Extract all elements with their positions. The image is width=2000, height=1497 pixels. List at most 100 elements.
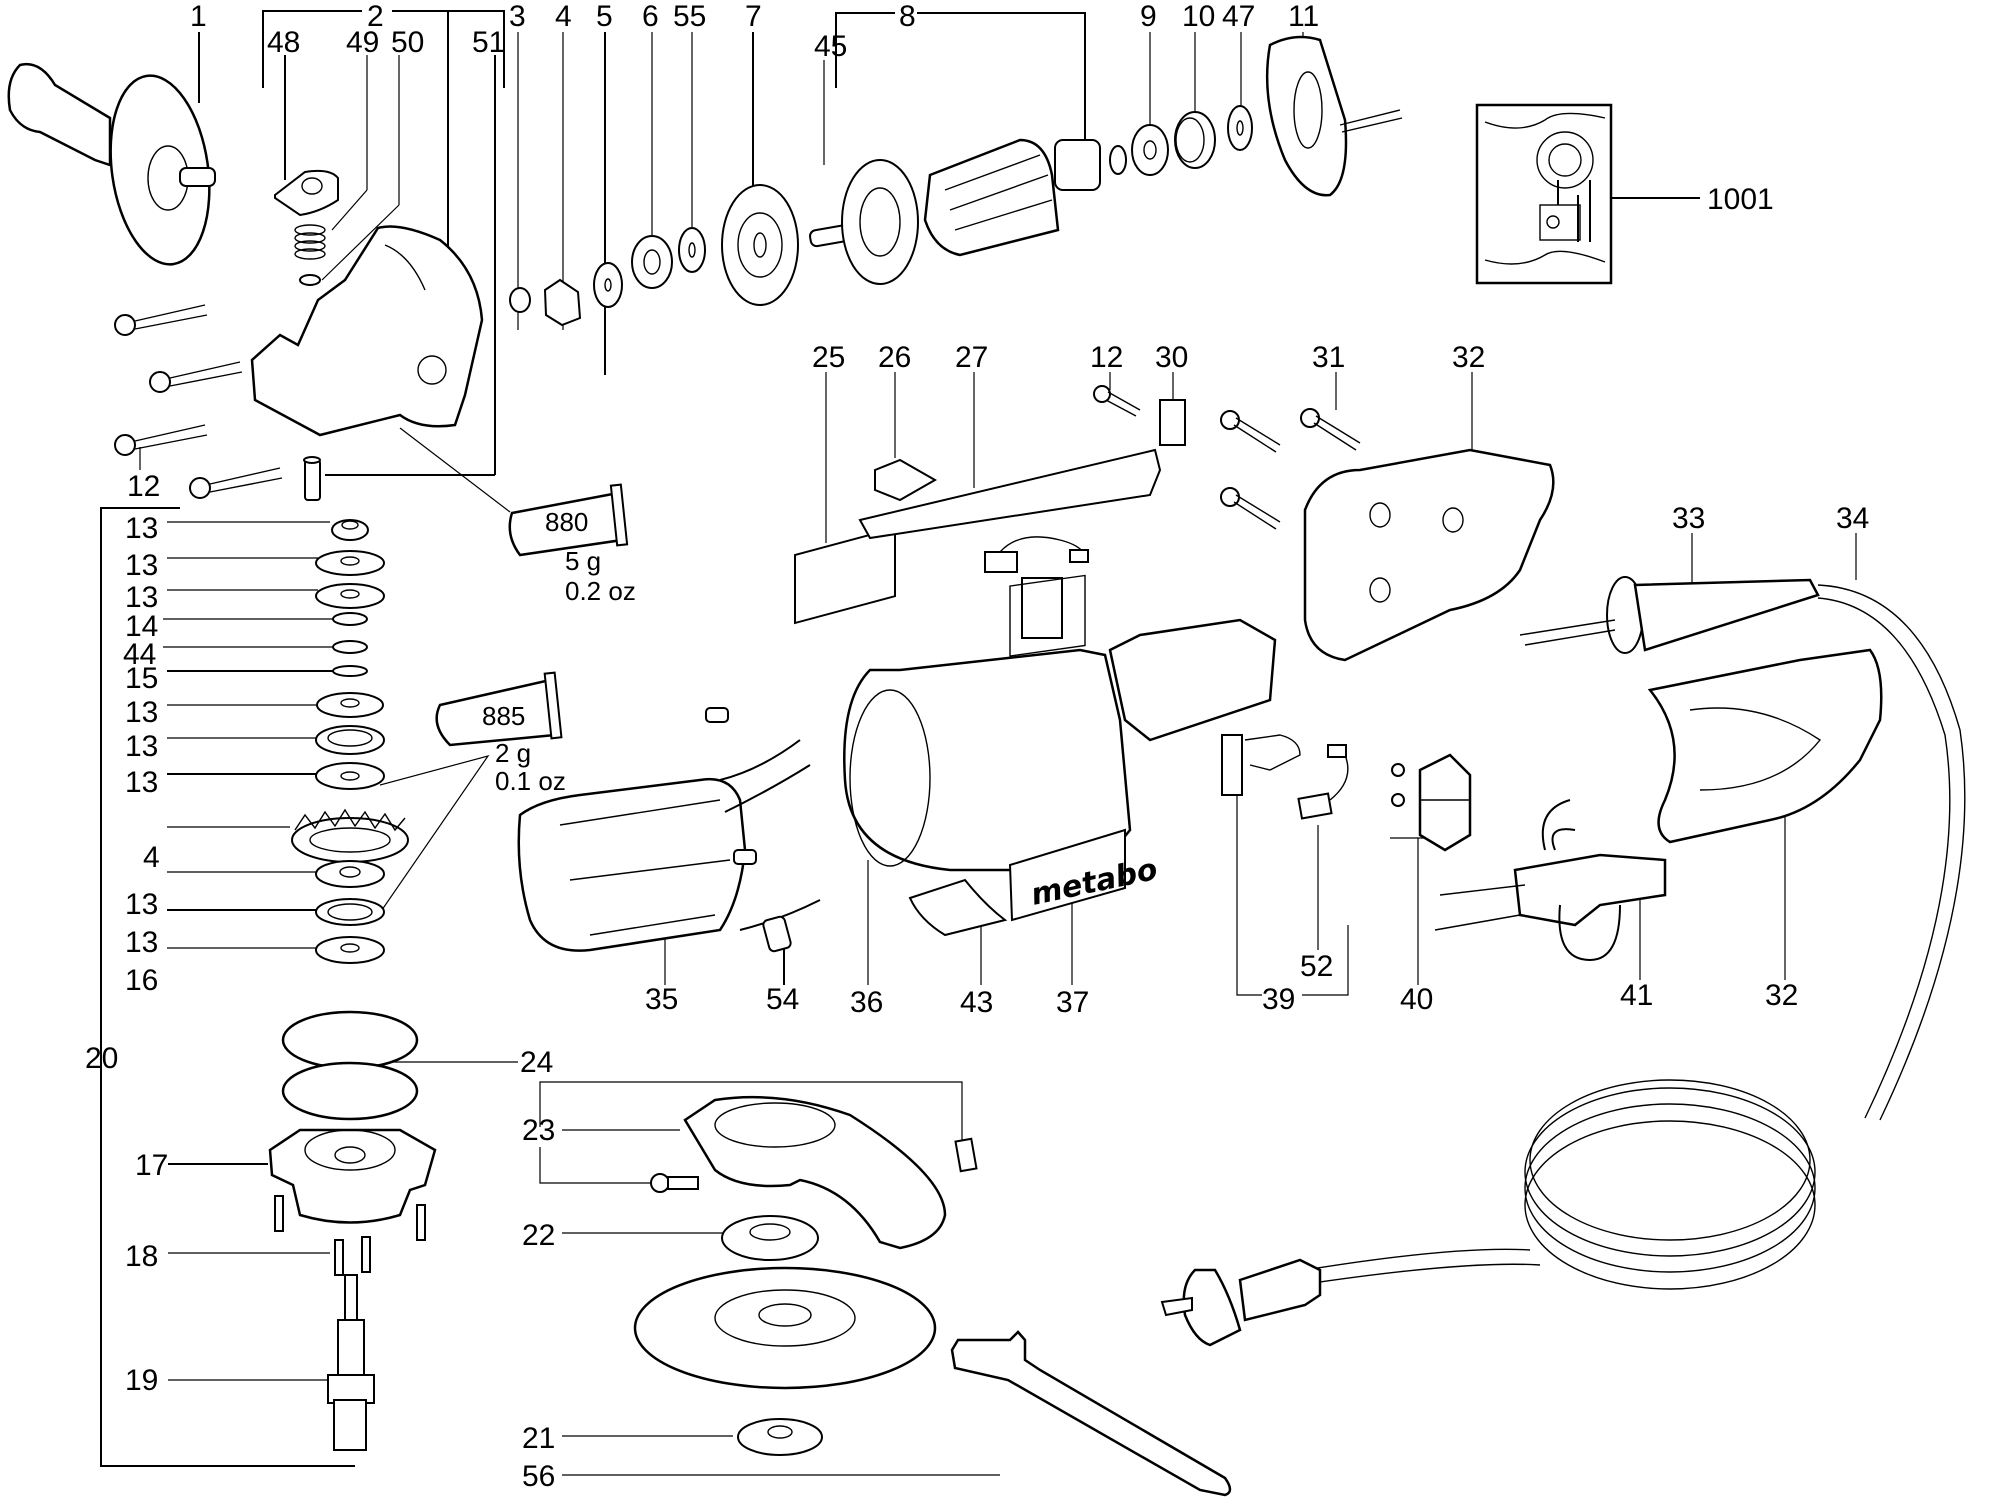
bracket-part-39 xyxy=(1236,795,1349,996)
label-part-26: 26 xyxy=(878,341,911,374)
part-25-label-plate xyxy=(794,526,896,625)
part-3-nut xyxy=(509,287,531,313)
label-part-9: 9 xyxy=(1140,0,1157,33)
part-55-washer xyxy=(678,227,706,273)
inset-detail-1001: 1001 xyxy=(1475,103,1774,285)
grease-tube-880: 880 5 g 0.2 oz xyxy=(508,483,636,606)
part-12-screw-mid xyxy=(1093,385,1141,417)
part-2-gear-housing xyxy=(250,225,484,437)
label-part-27: 27 xyxy=(955,341,988,374)
label-part-34: 34 xyxy=(1836,502,1869,535)
part-4-bevel-gear xyxy=(291,808,409,863)
label-part-15: 15 xyxy=(125,662,158,695)
label-part-43: 43 xyxy=(960,986,993,1019)
label-inset-1001: 1001 xyxy=(1707,183,1774,216)
label-part-12-left: 12 xyxy=(127,470,160,503)
label-part-30: 30 xyxy=(1155,341,1188,374)
grinding-wheel xyxy=(633,1266,937,1390)
label-part-13-c: 13 xyxy=(125,581,158,614)
label-part-13-b: 13 xyxy=(125,549,158,582)
bracket-part-8 xyxy=(835,12,1086,155)
label-part-17: 17 xyxy=(135,1149,168,1182)
part-16-flange xyxy=(315,936,385,964)
part-21-clamping-nut xyxy=(737,1418,823,1456)
label-part-24: 24 xyxy=(520,1046,553,1079)
label-part-39: 39 xyxy=(1262,983,1295,1016)
label-part-11: 11 xyxy=(1288,0,1319,33)
part-41-switch xyxy=(1434,799,1667,962)
label-part-49: 49 xyxy=(346,26,379,59)
part-15-ring xyxy=(332,665,368,677)
label-part-50: 50 xyxy=(391,26,424,59)
part-49-spring xyxy=(294,224,326,260)
part-9-bearing xyxy=(1131,124,1169,176)
part-51-pin xyxy=(303,456,321,501)
part-56-spanner xyxy=(950,1330,1232,1497)
grease-885-amount-g: 2 g xyxy=(495,738,531,768)
label-part-22: 22 xyxy=(522,1219,555,1252)
part-7-bearing-plate xyxy=(721,184,799,306)
part-18-screws xyxy=(274,1195,426,1276)
part-54-sleeve xyxy=(762,915,792,953)
label-part-14: 14 xyxy=(125,610,158,643)
label-part-4-left: 4 xyxy=(143,841,160,874)
bracket-part-23 xyxy=(539,1081,963,1145)
grease-885-code: 885 xyxy=(482,701,525,731)
label-part-13-h: 13 xyxy=(125,926,158,959)
callouts-left-column: 20 13 13 13 14 44 15 13 13 13 4 13 13 16 xyxy=(85,507,355,1467)
mains-plug xyxy=(1160,1258,1322,1347)
part-30-clamp xyxy=(1159,399,1186,446)
label-part-23: 23 xyxy=(522,1114,555,1147)
label-part-10: 10 xyxy=(1182,0,1215,33)
part-26-slide-button xyxy=(874,458,938,502)
label-part-25: 25 xyxy=(812,341,845,374)
part-27-switch-rod xyxy=(858,448,1162,540)
part-48-lock-button xyxy=(274,169,339,217)
label-part-21: 21 xyxy=(522,1422,555,1455)
label-part-33: 33 xyxy=(1672,502,1705,535)
label-part-16: 16 xyxy=(125,964,158,997)
part-13-nut xyxy=(331,519,369,541)
lower-left-parts xyxy=(268,1010,437,1451)
label-part-37: 37 xyxy=(1056,986,1089,1019)
part-6-bearing xyxy=(631,235,673,289)
part-5-washer xyxy=(593,262,623,308)
part-13-disc-5 xyxy=(315,898,385,926)
part-43-label xyxy=(908,878,1008,937)
label-part-13-f: 13 xyxy=(125,766,158,799)
label-part-19: 19 xyxy=(125,1364,158,1397)
part-13-disc-2 xyxy=(315,725,385,755)
part-39-brush-holder xyxy=(1221,734,1301,796)
label-part-32-bottom: 32 xyxy=(1765,979,1798,1012)
callouts-lower-middle: 23 22 21 56 xyxy=(522,1081,1000,1493)
label-part-2: 2 xyxy=(367,0,384,33)
part-32-handle-half-top xyxy=(1303,448,1555,662)
label-part-20: 20 xyxy=(85,1042,118,1075)
label-part-55: 55 xyxy=(673,0,706,33)
callouts-lower-left: 24 17 18 19 xyxy=(125,1046,553,1397)
label-part-56: 56 xyxy=(522,1460,555,1493)
part-10-ring xyxy=(1174,111,1216,169)
part-31-screws xyxy=(1220,408,1361,530)
part-36-motor-housing xyxy=(843,574,1277,872)
part-32-handle-half-bottom xyxy=(1647,648,1883,844)
label-part-47: 47 xyxy=(1222,0,1255,33)
part-35-stator xyxy=(517,707,821,952)
label-part-13-e: 13 xyxy=(125,730,158,763)
part-40-suppressor-block xyxy=(1391,753,1472,852)
label-part-52: 52 xyxy=(1300,950,1333,983)
part-13-star-washer-1 xyxy=(315,550,385,576)
label-part-13-a: 13 xyxy=(125,512,158,545)
part-23-wheel-guard xyxy=(650,1095,978,1250)
part-52-carbon-brush xyxy=(1297,744,1349,820)
part-19-spindle xyxy=(327,1274,375,1451)
part-13-disc-4 xyxy=(315,860,385,888)
part-13-disc-3 xyxy=(315,762,385,790)
part-44-ring xyxy=(332,640,368,654)
grease-880-amount-oz: 0.2 oz xyxy=(565,576,636,606)
lower-middle-parts xyxy=(633,1095,1232,1497)
part-12-screws-left xyxy=(114,304,283,499)
part-50-washer xyxy=(299,274,321,286)
label-part-13-d: 13 xyxy=(125,696,158,729)
